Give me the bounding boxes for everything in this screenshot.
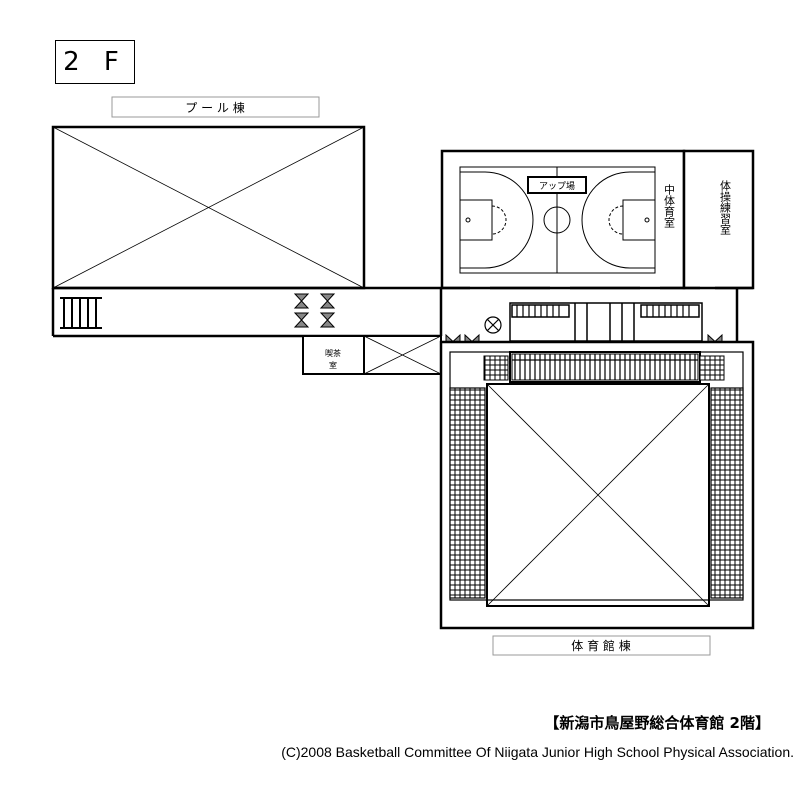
pool-building-label: プ ー ル 棟: [185, 100, 244, 115]
main-gym: [439, 340, 755, 630]
seating-left: [449, 387, 486, 599]
lobby-stair-treads: [516, 305, 690, 317]
seating-right: [710, 387, 744, 599]
cafe-label-line1: 喫茶: [325, 348, 341, 358]
cafe-room: [302, 335, 365, 375]
gymnastics-room-label: 体操練習室: [719, 179, 732, 235]
floor-label: 2 F: [55, 40, 135, 84]
seating-top-right: [699, 355, 725, 381]
lobby-wall: [439, 286, 753, 342]
lobby-stairs: [509, 302, 703, 342]
stairs-left: [60, 297, 102, 329]
corridor: [51, 286, 441, 338]
fixture-icon: [484, 316, 502, 334]
middle-gym: [440, 149, 686, 290]
warmup-label-box: [527, 176, 587, 194]
gym-building-label-box: [492, 635, 711, 656]
warmup-label: アップ場: [539, 180, 575, 192]
facility-caption: 【新潟市鳥屋野総合体育館 2階】: [544, 714, 770, 732]
cafe-label-line2: 室: [329, 360, 337, 370]
seating-top-left: [483, 355, 509, 381]
gym-building-label: 体 育 館 棟: [571, 638, 630, 653]
void-area: [363, 335, 442, 375]
seating-top: [511, 353, 699, 381]
pool-building-label-box: [111, 96, 320, 118]
corridor-doors: [293, 293, 336, 328]
middle-gym-label: 中体育室: [663, 184, 676, 228]
copyright-text: (C)2008 Basketball Committee Of Niigata …: [281, 744, 794, 760]
gymnastics-room: [682, 149, 755, 290]
pool-area: [51, 125, 366, 290]
